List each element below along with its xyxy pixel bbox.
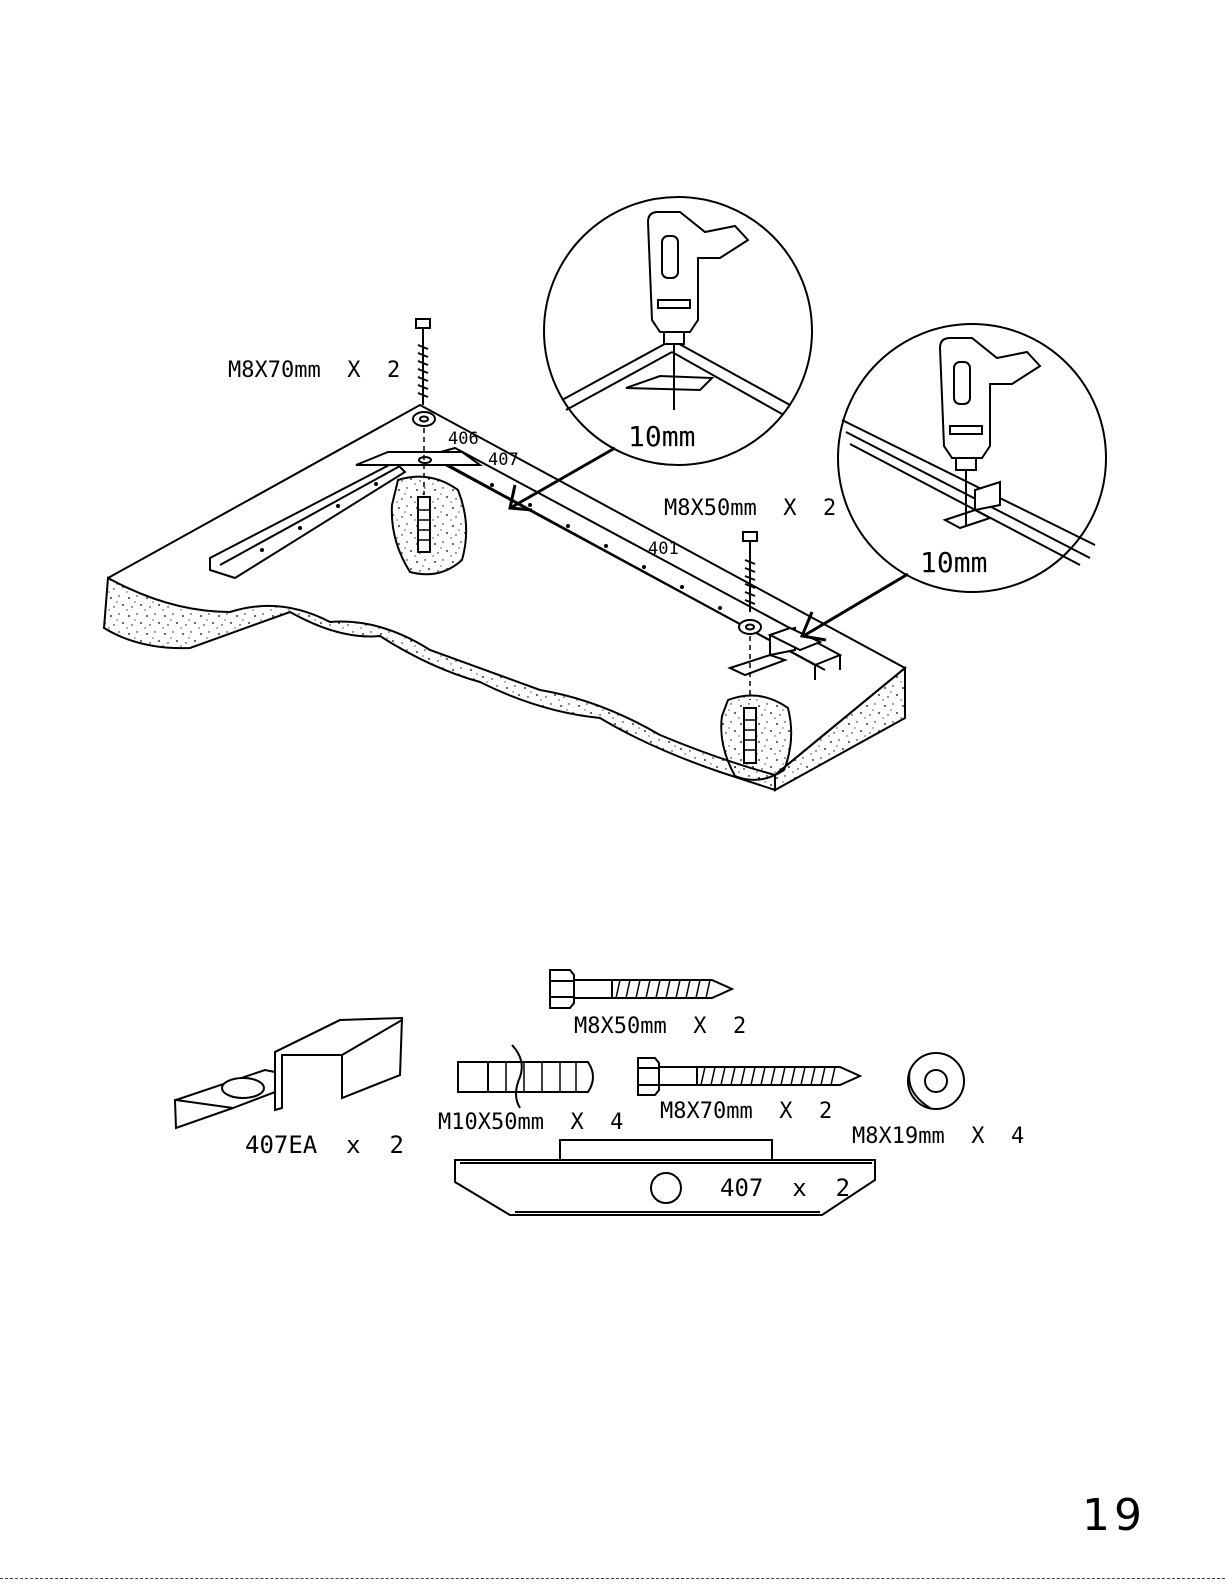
label-long-screw-part: M8X70mm X 2 <box>660 1099 832 1124</box>
label-long-screw: M8X70mm X 2 <box>228 358 400 383</box>
anchor-detail-right <box>721 696 791 780</box>
wall-anchor-part <box>458 1045 593 1108</box>
washer-part <box>908 1053 964 1109</box>
drill-detail-left: 10mm <box>544 197 812 465</box>
footer-divider <box>0 1578 1225 1579</box>
label-part-407: 407 <box>488 450 519 470</box>
long-screw-part <box>638 1058 860 1095</box>
drill-right-size: 10mm <box>920 546 987 579</box>
label-part-406: 406 <box>448 429 479 449</box>
label-plate-407: 407 x 2 <box>720 1174 850 1202</box>
anchor-detail-left <box>392 477 466 575</box>
page-number: 19 <box>1082 1490 1146 1541</box>
parts-list: M8X50mm X 2 407EA x 2 M10X50mm X 4 <box>175 970 1024 1215</box>
label-short-screw: M8X50mm X 2 <box>664 496 836 521</box>
washer-right <box>739 620 761 634</box>
label-bracket-ea: 407EA x 2 <box>245 1131 404 1159</box>
drill-left-size: 10mm <box>628 420 695 453</box>
bracket-407ea-part <box>175 1018 402 1128</box>
washer-top-left <box>413 412 435 426</box>
label-washer: M8X19mm X 4 <box>852 1124 1024 1149</box>
label-anchor: M10X50mm X 4 <box>438 1110 623 1135</box>
long-screw-diagram <box>416 319 430 405</box>
label-short-screw-part: M8X50mm X 2 <box>574 1014 746 1039</box>
short-screw-part <box>550 970 732 1008</box>
drill-detail-right: 10mm <box>838 324 1106 592</box>
label-part-401: 401 <box>648 539 679 559</box>
